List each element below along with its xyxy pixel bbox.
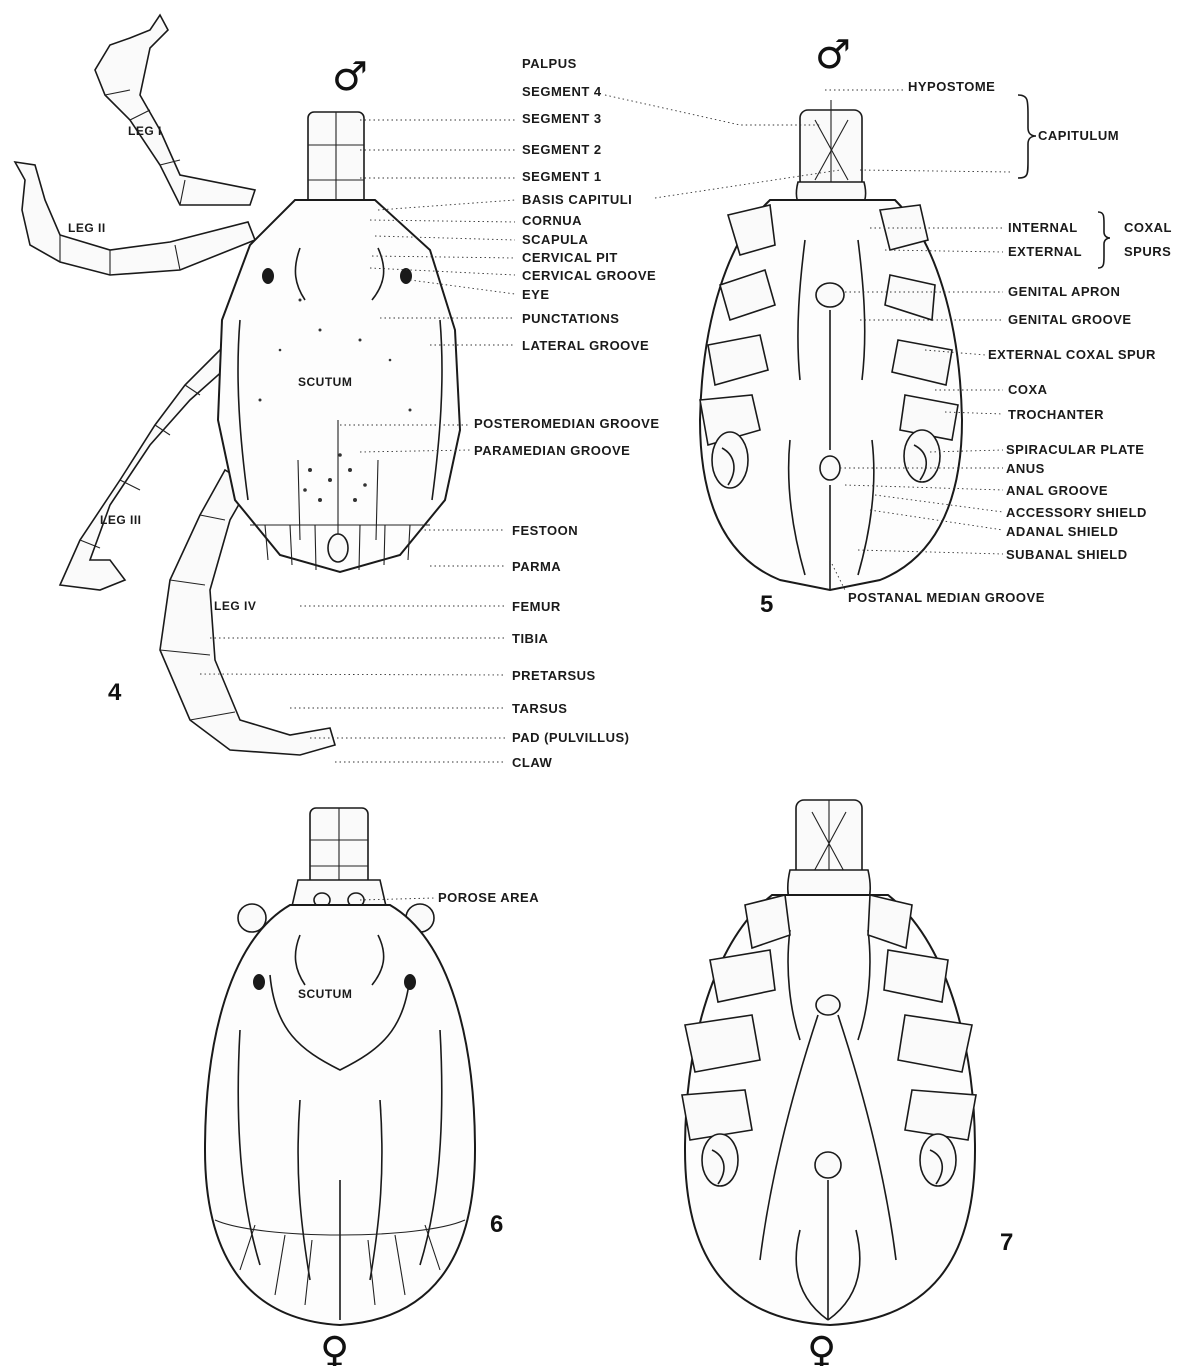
fig4-callout-segment-4: SEGMENT 4 xyxy=(522,84,602,99)
fig4-male-symbol: ♂ xyxy=(332,54,368,100)
fig4-callout-pad-pulvillus: PAD (PULVILLUS) xyxy=(512,730,630,745)
fig5-body xyxy=(700,200,962,590)
fig5-capitulum-bracket xyxy=(1018,95,1036,178)
fig4-callout-parma: PARMA xyxy=(512,559,561,574)
fig5-male-symbol: ♂ xyxy=(815,32,851,78)
fig4-callout-basis-capituli: BASIS CAPITULI xyxy=(522,192,632,207)
fig4-callout-festoon: FESTOON xyxy=(512,523,578,538)
fig4-callout-cornua: CORNUA xyxy=(522,213,582,228)
fig5-callout-coxa: COXA xyxy=(1008,382,1048,397)
fig5-number: 5 xyxy=(760,591,773,618)
fig7-female-symbol: ♀ xyxy=(807,1329,836,1366)
fig4-callout-scapula: SCAPULA xyxy=(522,232,588,247)
fig4-callout-palpus: PALPUS xyxy=(522,56,577,71)
fig4-callout-punctations: PUNCTATIONS xyxy=(522,311,619,326)
fig6-scutum-label: SCUTUM xyxy=(298,987,352,1001)
fig4-scutum-label: SCUTUM xyxy=(298,375,352,389)
fig5-capitulum-label: CAPITULUM xyxy=(1038,128,1119,143)
fig5-callout-hypostome: HYPOSTOME xyxy=(908,79,995,94)
fig5-coxal-spurs-bracket xyxy=(1098,212,1110,268)
fig4-callout-segment-1: SEGMENT 1 xyxy=(522,169,602,184)
fig4-callout-paramedian-groove: PARAMEDIAN GROOVE xyxy=(474,443,630,458)
fig5-callout-spiracular-plate: SPIRACULAR PLATE xyxy=(1006,442,1144,457)
fig6-female-symbol: ♀ xyxy=(320,1329,349,1366)
fig5-callout-external: EXTERNAL xyxy=(1008,244,1082,259)
fig5-callout-anal-groove: ANAL GROOVE xyxy=(1006,483,1108,498)
fig4-callout-posteromedian-groove: POSTEROMEDIAN GROOVE xyxy=(474,416,660,431)
fig7-number: 7 xyxy=(1000,1229,1013,1256)
fig5-callout-anus: ANUS xyxy=(1006,461,1045,476)
figure-6-female-dorsal: 6 ♀ SCUTUM POROSE AREA xyxy=(205,808,539,1366)
fig6-number: 6 xyxy=(490,1211,503,1238)
fig4-callout-tibia: TIBIA xyxy=(512,631,549,646)
fig7-body xyxy=(682,895,976,1325)
fig5-callout-genital-apron: GENITAL APRON xyxy=(1008,284,1120,299)
fig4-callout-segment-2: SEGMENT 2 xyxy=(522,142,602,157)
fig5-coxal-label: COXAL xyxy=(1124,220,1172,235)
fig5-callout-genital-groove: GENITAL GROOVE xyxy=(1008,312,1132,327)
fig5-callout-internal: INTERNAL xyxy=(1008,220,1078,235)
fig5-spurs-label: SPURS xyxy=(1124,244,1171,259)
fig4-callout-cervical-pit: CERVICAL PIT xyxy=(522,250,618,265)
fig4-callout-pretarsus: PRETARSUS xyxy=(512,668,596,683)
fig4-leg1-label: LEG I xyxy=(128,124,162,138)
fig4-callout-cervical-groove: CERVICAL GROOVE xyxy=(522,268,656,283)
figure-7-female-ventral: 7 ♀ xyxy=(682,800,1013,1366)
fig4-callout-eye: EYE xyxy=(522,287,550,302)
fig4-callout-segment-3: SEGMENT 3 xyxy=(522,111,602,126)
fig4-callout-claw: CLAW xyxy=(512,755,553,770)
fig5-callout-trochanter: TROCHANTER xyxy=(1008,407,1104,422)
fig6-callout-porose-area: POROSE AREA xyxy=(438,890,539,905)
figure-4-male-dorsal: ♂ 4 xyxy=(15,15,660,770)
fig6-body xyxy=(205,904,475,1325)
fig4-callout-lateral-groove: LATERAL GROOVE xyxy=(522,338,649,353)
fig5-callout-subanal-shield: SUBANAL SHIELD xyxy=(1006,547,1128,562)
fig4-callouts: PALPUS SEGMENT 4 SEGMENT 3 SEGMENT 2 SEG… xyxy=(474,56,660,770)
fig4-callout-tarsus: TARSUS xyxy=(512,701,567,716)
fig4-leg3-label: LEG III xyxy=(100,513,142,527)
fig4-leg2-label: LEG II xyxy=(68,221,106,235)
fig5-callout-accessory-shield: ACCESSORY SHIELD xyxy=(1006,505,1147,520)
fig5-callout-postanal-median-groove: POSTANAL MEDIAN GROOVE xyxy=(848,590,1045,605)
fig4-number: 4 xyxy=(108,679,122,706)
fig6-capitulum xyxy=(290,808,388,915)
figure-5-male-ventral: ♂ 5 xyxy=(605,32,1172,618)
fig4-leg4-label: LEG IV xyxy=(214,599,256,613)
fig5-callout-adanal-shield: ADANAL SHIELD xyxy=(1006,524,1118,539)
fig4-callout-femur: FEMUR xyxy=(512,599,561,614)
fig5-callout-external-coxal-spur: EXTERNAL COXAL SPUR xyxy=(988,347,1156,362)
